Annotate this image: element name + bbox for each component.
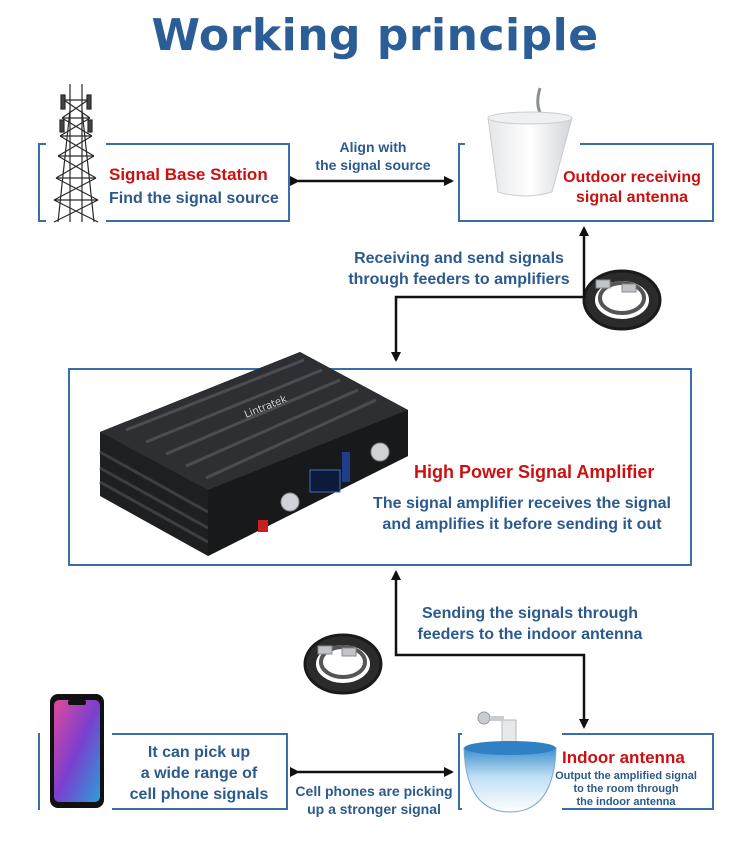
phone-label: It can pick up a wide range of cell phon… xyxy=(110,742,288,805)
phone-line3: cell phone signals xyxy=(129,786,269,803)
picking-line1: Cell phones are picking xyxy=(295,783,453,799)
amplifier-desc: The signal amplifier receives the signal… xyxy=(352,493,692,535)
page-title: Working principle xyxy=(151,10,599,61)
receiving-line1: Receiving and send signals xyxy=(354,250,564,267)
outdoor-antenna-line2: signal antenna xyxy=(575,189,689,206)
base-station-name: Signal Base Station xyxy=(109,165,268,184)
sending-label: Sending the signals through feeders to t… xyxy=(400,603,660,645)
picking-label: Cell phones are picking up a stronger si… xyxy=(290,782,458,818)
outdoor-antenna-icon xyxy=(487,87,573,197)
indoor-antenna-line2: to the room through xyxy=(573,783,679,795)
amplifier-name: High Power Signal Amplifier xyxy=(414,462,655,482)
feed-arrow-down xyxy=(391,290,586,362)
amplifier-line1: The signal amplifier receives the signal xyxy=(373,495,671,512)
indoor-arrow-down xyxy=(394,650,589,729)
indoor-antenna-line1: Output the amplified signal xyxy=(555,770,697,782)
outdoor-antenna-line1: Outdoor receiving xyxy=(563,169,701,186)
indoor-antenna-name: Indoor antenna xyxy=(562,748,685,767)
align-line1: Align with xyxy=(339,139,407,155)
amplifier-line2: and amplifies it before sending it out xyxy=(382,516,662,533)
align-line2: the signal source xyxy=(315,157,431,173)
phone-line2: a wide range of xyxy=(140,765,258,782)
smartphone-icon xyxy=(50,694,104,808)
tower-icon xyxy=(53,84,99,223)
amplifier-icon: Lintratek xyxy=(99,352,408,556)
outdoor-antenna-label: Outdoor receiving signal antenna xyxy=(552,168,712,208)
phone-line1: It can pick up xyxy=(147,744,251,761)
base-station-desc: Find the signal source xyxy=(109,190,279,207)
picking-line2: up a stronger signal xyxy=(307,801,441,817)
indoor-antenna-line3: the indoor antenna xyxy=(576,796,676,808)
sending-line2: feeders to the indoor antenna xyxy=(417,626,643,643)
indoor-antenna-desc: Output the amplified signal to the room … xyxy=(538,770,714,809)
cable-coil-icon-2 xyxy=(303,633,383,695)
cable-coil-icon xyxy=(582,269,662,331)
ceiling-antenna-icon xyxy=(463,711,557,813)
receiving-line2: through feeders to amplifiers xyxy=(348,271,570,288)
sending-line1: Sending the signals through xyxy=(422,605,638,622)
receiving-label: Receiving and send signals through feede… xyxy=(318,248,600,290)
align-label: Align with the signal source xyxy=(298,138,448,174)
